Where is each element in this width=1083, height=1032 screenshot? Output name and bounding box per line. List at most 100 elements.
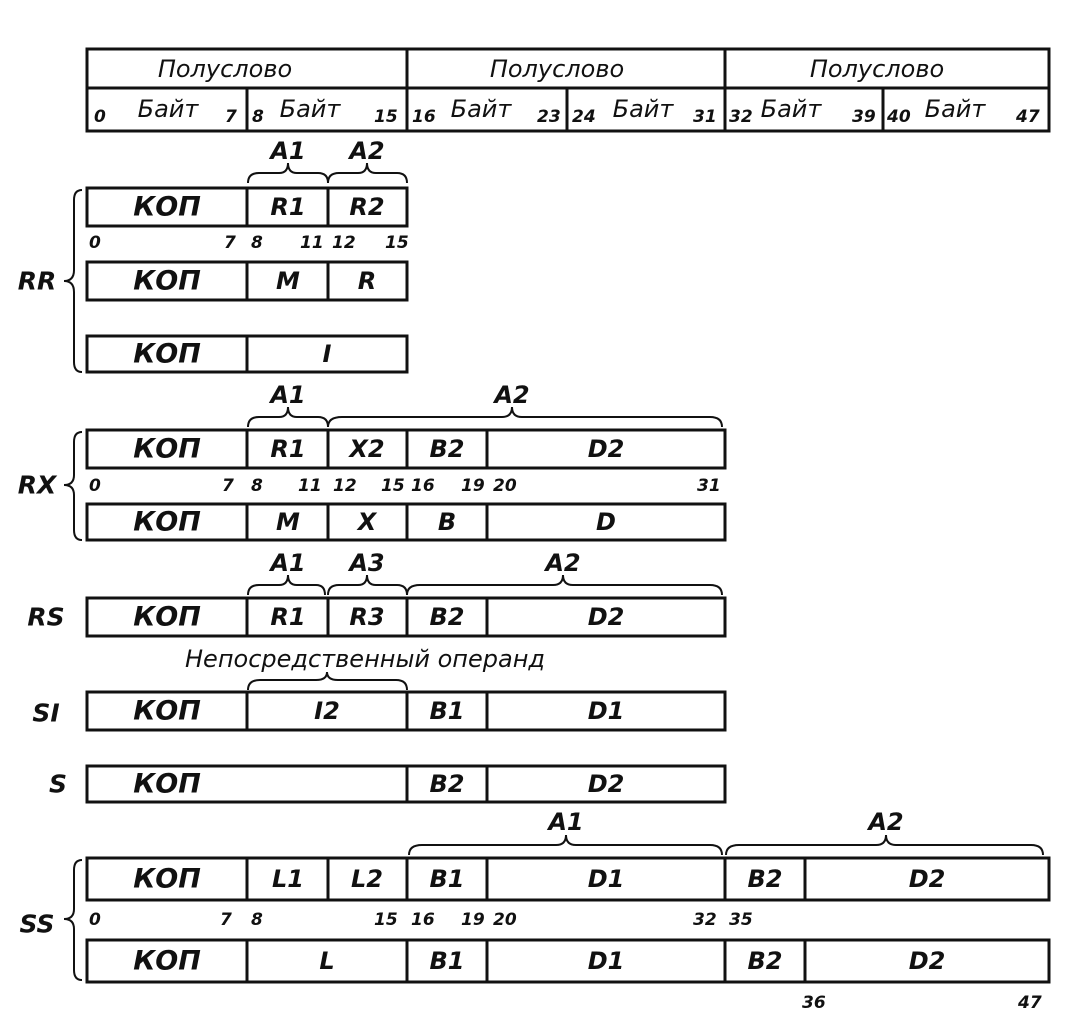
bit-number: 31 [697, 476, 721, 496]
brace-a1 [408, 834, 723, 856]
field-kop: КОП [133, 602, 201, 633]
bit-number: 15 [381, 476, 405, 496]
field-d1: D1 [588, 947, 625, 975]
rx-format: A1 A2 КОП R1 X2 B2 D2 0 7 8 11 12 15 16 … [18, 381, 727, 542]
bit-number: 7 [224, 233, 236, 253]
field-r: R [358, 267, 376, 295]
immediate-operand-label: Непосредственный операнд [185, 645, 545, 673]
bit-number: 12 [332, 233, 356, 253]
format-label-s: S [49, 770, 67, 799]
field-kop: КОП [133, 339, 201, 370]
bit-number: 16 [411, 476, 435, 496]
brace-a1 [247, 406, 329, 428]
halfword-label-3: Полуслово [810, 55, 944, 83]
format-label-rs: RS [27, 603, 64, 632]
field-l2: L2 [351, 865, 383, 893]
field-l1: L1 [272, 865, 304, 893]
field-b2: B2 [430, 603, 465, 631]
field-d2: D2 [588, 603, 625, 631]
bit-number: 47 [1017, 993, 1042, 1013]
field-b2: B2 [430, 770, 465, 798]
field-kop: КОП [133, 864, 201, 895]
s-format: КОП B2 D2 S [49, 764, 727, 804]
format-label-rr: RR [18, 267, 57, 296]
field-b1: B1 [430, 865, 465, 893]
bit-number: 8 [251, 476, 263, 496]
field-kop: КОП [133, 192, 201, 223]
byte-label: Байт [138, 95, 200, 123]
field-l: L [319, 947, 334, 975]
field-d1: D1 [588, 697, 625, 725]
brace-rr [63, 189, 83, 373]
field-b: B [438, 508, 456, 536]
si-format: Непосредственный операнд КОП I2 B1 D1 SI [32, 645, 727, 732]
field-kop: КОП [133, 696, 201, 727]
field-b2: B2 [430, 435, 465, 463]
brace-label-a1: A1 [268, 381, 305, 409]
bit-number: 15 [374, 910, 398, 930]
brace-label-a2: A2 [492, 381, 529, 409]
byte-end: 39 [852, 107, 876, 127]
brace-a2 [327, 406, 723, 428]
byte-label: Байт [280, 95, 342, 123]
bit-number: 0 [89, 233, 101, 253]
byte-end: 7 [225, 107, 237, 127]
format-label-ss: SS [19, 910, 54, 939]
field-b2: B2 [748, 865, 783, 893]
bit-number: 20 [493, 910, 517, 930]
byte-label: Байт [925, 95, 987, 123]
field-m: M [276, 508, 300, 536]
field-x: X [356, 508, 378, 536]
brace-rx [63, 431, 83, 541]
bit-number: 12 [333, 476, 357, 496]
bit-number: 7 [220, 910, 232, 930]
field-d2: D2 [588, 770, 625, 798]
field-r1: R1 [270, 435, 305, 463]
bit-number: 0 [89, 476, 101, 496]
halfword-label-1: Полуслово [158, 55, 292, 83]
brace-a1 [247, 574, 326, 596]
bit-number: 8 [251, 910, 263, 930]
field-b2: B2 [748, 947, 783, 975]
field-d2: D2 [909, 865, 946, 893]
rs-format: A1 A3 A2 КОП R1 R3 B2 D2 RS [27, 549, 727, 638]
field-d2: D2 [909, 947, 946, 975]
byte-end: 47 [1015, 107, 1040, 127]
field-d: D [596, 508, 616, 536]
byte-start: 0 [94, 107, 106, 127]
brace-label-a1: A1 [268, 549, 305, 577]
brace-label-a2: A2 [543, 549, 580, 577]
bit-number: 16 [411, 910, 435, 930]
brace-ss [63, 859, 83, 981]
bit-number: 7 [222, 476, 234, 496]
byte-start: 8 [252, 107, 264, 127]
byte-start: 16 [412, 107, 436, 127]
byte-label: Байт [761, 95, 823, 123]
halfword-label-2: Полуслово [490, 55, 624, 83]
field-kop: КОП [133, 266, 201, 297]
field-kop: КОП [133, 507, 201, 538]
field-kop: КОП [133, 946, 201, 977]
bit-number: 20 [493, 476, 517, 496]
field-b1: B1 [430, 697, 465, 725]
bit-number: 15 [385, 233, 409, 253]
ss-format: A1 A2 КОП L1 L2 B1 D1 B2 D2 0 7 8 15 16 … [19, 808, 1051, 1013]
header-table: Полуслово Полуслово Полуслово 0 Байт 7 8… [85, 47, 1051, 133]
bit-number: 8 [251, 233, 263, 253]
field-r1: R1 [270, 193, 305, 221]
field-r1: R1 [270, 603, 305, 631]
brace-label-a2: A2 [866, 808, 903, 836]
bit-number: 19 [461, 476, 485, 496]
brace-immediate-operand [247, 671, 408, 691]
field-i2: I2 [314, 697, 340, 725]
brace-a2 [725, 834, 1044, 856]
bit-number: 11 [298, 476, 322, 496]
field-kop: КОП [133, 769, 201, 800]
format-label-rx: RX [18, 471, 58, 500]
bit-number: 35 [729, 910, 753, 930]
brace-label-a1: A1 [268, 137, 305, 165]
brace-a2 [406, 574, 723, 596]
field-d1: D1 [588, 865, 625, 893]
field-kop: КОП [133, 434, 201, 465]
brace-label-a2: A2 [347, 137, 384, 165]
